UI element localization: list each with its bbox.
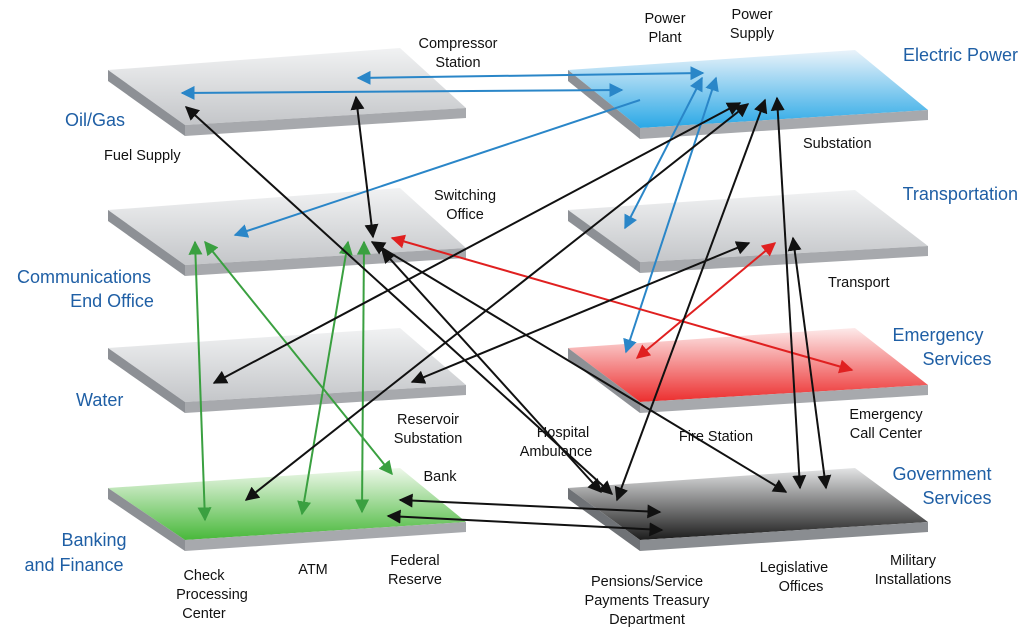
node-military-label-1: Military: [890, 553, 937, 569]
node-pensions-label-1: Pensions/Service: [591, 574, 703, 590]
arrows: [180, 66, 854, 537]
plates: [108, 48, 928, 551]
arrow-substation-atm: [244, 103, 750, 501]
node-federal-reserve-label-2: Reserve: [388, 572, 442, 588]
sector-government-label-2: Services: [922, 488, 991, 508]
sector-banking-label-1: Banking: [61, 530, 126, 550]
electric-power-plate: [568, 50, 928, 139]
sector-government-label-1: Government: [892, 464, 991, 484]
communications-plate: [108, 188, 466, 276]
sector-water-label: Water: [76, 390, 123, 410]
arrow-transport-reservoir: [410, 241, 751, 384]
node-check-processing-label-3: Center: [182, 606, 226, 622]
sector-emergency-label-1: Emergency: [892, 325, 983, 345]
node-check-processing-label-2: Processing: [176, 587, 248, 603]
node-reservoir-label-1: Reservoir: [397, 412, 459, 428]
node-military-label-2: Installations: [875, 572, 952, 588]
node-substation-label: Substation: [803, 136, 872, 152]
node-legislative-label-1: Legislative: [760, 560, 829, 576]
node-compressor-label-1: Compressor: [419, 36, 498, 52]
node-transport-label: Transport: [828, 275, 890, 291]
node-check-processing-label-1: Check: [183, 568, 225, 584]
node-legislative-label-2: Offices: [779, 579, 824, 595]
node-hospital-label-1: Hospital: [537, 425, 589, 441]
arrow-federal-treasury: [386, 509, 664, 537]
node-emergency-call-label-2: Call Center: [850, 426, 923, 442]
sector-emergency-label-2: Services: [922, 349, 991, 369]
node-fuel-supply-label: Fuel Supply: [104, 148, 181, 164]
node-power-plant-label-1: Power: [644, 11, 685, 27]
node-pensions-label-3: Department: [609, 612, 685, 628]
sector-electric-power-label: Electric Power: [903, 45, 1018, 65]
arrow-substation-legislative: [770, 96, 807, 490]
node-hospital-label-2: Ambulance: [520, 444, 593, 460]
node-switching-office-label-1: Switching: [434, 188, 496, 204]
water-plate: [108, 328, 466, 413]
node-power-supply-label-1: Power: [731, 7, 772, 23]
arrow-oilgas-electric: [180, 83, 624, 100]
sector-communications-label-2: End Office: [70, 291, 154, 311]
banking-plate: [108, 468, 466, 551]
node-bank-label: Bank: [423, 469, 457, 485]
node-atm-label: ATM: [298, 562, 328, 578]
arrow-compressor-powerplant: [356, 66, 705, 85]
sector-labels: Oil/Gas Electric Power Transportation Co…: [17, 45, 1018, 575]
sector-communications-label-1: Communications: [17, 267, 151, 287]
node-federal-reserve-label-1: Federal: [390, 553, 439, 569]
node-fire-station-label: Fire Station: [679, 429, 753, 445]
node-switching-office-label-2: Office: [446, 207, 484, 223]
sector-transportation-label: Transportation: [903, 184, 1018, 204]
node-pensions-label-2: Payments Treasury: [585, 593, 711, 609]
sector-banking-label-2: and Finance: [24, 555, 123, 575]
arrow-transport-military: [787, 236, 832, 490]
node-compressor-label-2: Station: [435, 55, 480, 71]
node-reservoir-label-2: Substation: [394, 431, 463, 447]
node-power-supply-label-2: Supply: [730, 26, 775, 42]
node-labels: Compressor Station Power Plant Power Sup…: [104, 7, 951, 628]
sector-oil-gas-label: Oil/Gas: [65, 110, 125, 130]
node-emergency-call-label-1: Emergency: [849, 407, 923, 423]
node-power-plant-label-2: Plant: [648, 30, 681, 46]
